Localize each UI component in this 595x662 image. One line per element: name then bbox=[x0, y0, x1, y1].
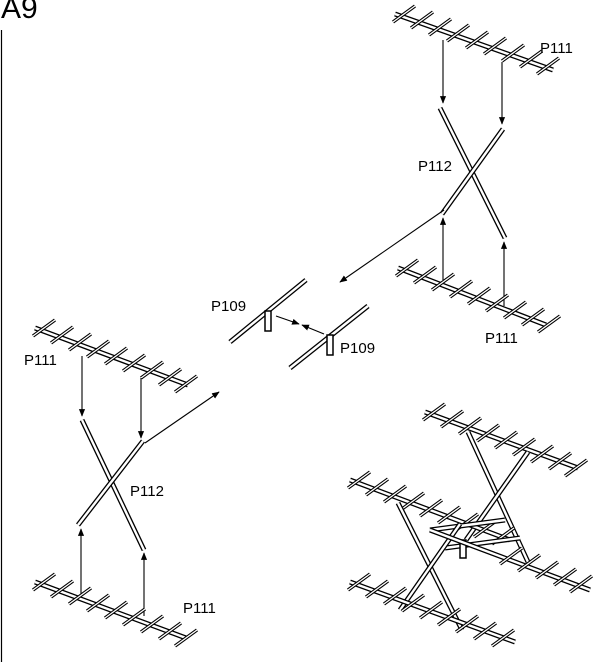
connector-right bbox=[288, 304, 370, 370]
connector-left bbox=[228, 278, 308, 344]
connector-arrows bbox=[275, 315, 325, 335]
part-label-left-cross: P112 bbox=[130, 483, 164, 500]
part-label-top-rail-upper: P111 bbox=[540, 40, 573, 57]
left-arrows bbox=[77, 356, 220, 616]
left-rail-lower bbox=[32, 572, 198, 648]
part-label-left-rail-upper: P111 bbox=[24, 352, 57, 369]
part-label-top-cross: P112 bbox=[418, 158, 452, 175]
top-rail-upper bbox=[392, 4, 560, 76]
step-number: A9 bbox=[1, 0, 38, 25]
left-rail-upper bbox=[32, 318, 198, 394]
part-label-left-rail-lower: P111 bbox=[183, 600, 216, 617]
assembled-frame bbox=[347, 402, 593, 648]
top-cross-brace bbox=[437, 106, 508, 240]
left-cross-brace bbox=[76, 418, 147, 552]
part-label-connector-right: P109 bbox=[340, 340, 376, 357]
part-label-top-rail-lower: P111 bbox=[485, 330, 518, 347]
top-arrows bbox=[339, 40, 508, 306]
top-rail-lower bbox=[395, 258, 561, 334]
part-label-connector-left: P109 bbox=[211, 298, 247, 315]
